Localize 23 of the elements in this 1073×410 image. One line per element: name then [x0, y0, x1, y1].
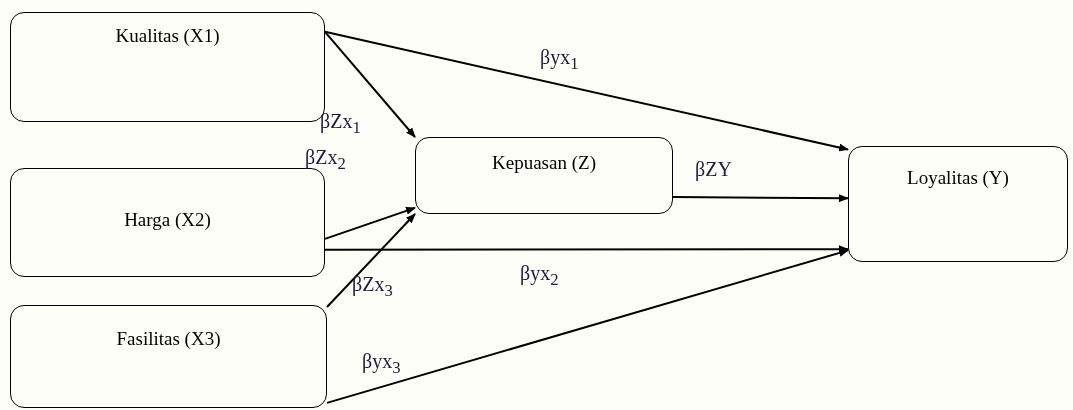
path-coefficient-label: βyx$_{1}$	[540, 46, 579, 74]
arrow	[324, 30, 849, 152]
path-coefficient-label: βZY	[695, 158, 732, 181]
arrow	[326, 249, 849, 404]
arrow	[324, 206, 416, 240]
variable-box	[10, 168, 325, 277]
node-label: Harga (X2)	[123, 209, 212, 231]
arrow	[672, 194, 849, 203]
arrow	[324, 30, 416, 138]
path-coefficient-label: βyx$_{2}$	[520, 262, 559, 290]
variable-box	[10, 305, 327, 408]
path-coefficient-label: βZx$_{3}$	[352, 273, 393, 301]
path-coefficient-label: βZx$_{1}$	[320, 110, 361, 138]
node-label: Kepuasan (Z)	[491, 152, 597, 174]
node-label: Fasilitas (X3)	[115, 328, 222, 350]
arrow	[326, 213, 416, 309]
node-label: Loyalitas (Y)	[906, 167, 1010, 189]
variable-box	[415, 137, 673, 214]
path-coefficient-label: βZx$_{2}$	[305, 146, 346, 174]
path-coefficient-label: βyx$_{3}$	[362, 350, 401, 378]
node-label: Kualitas (X1)	[114, 25, 221, 47]
variable-box	[848, 146, 1068, 262]
arrow	[324, 245, 849, 254]
